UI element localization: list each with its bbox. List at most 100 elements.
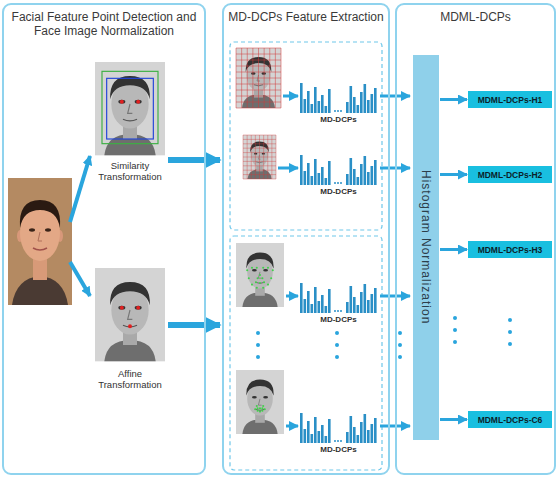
- illustration-part: [262, 405, 264, 407]
- illustration-part: [243, 135, 276, 179]
- panel-heading: MDML-DCPs: [397, 5, 554, 24]
- illustration-part: [335, 343, 339, 347]
- grid-face: [243, 135, 276, 179]
- illustration-part: [102, 71, 158, 143]
- illustration-part: [33, 258, 47, 280]
- illustration-part: [168, 157, 220, 163]
- landmark-face: [236, 243, 284, 307]
- illustration-part: [256, 405, 258, 407]
- illustration-part: [398, 343, 402, 347]
- illustration-part: [251, 284, 253, 286]
- box-label: MDML-DCPs-H1: [478, 95, 543, 105]
- illustration-part: [243, 135, 276, 179]
- illustration-part: [286, 425, 298, 428]
- illustration-part: [257, 410, 259, 412]
- illustration-part: [95, 268, 165, 361]
- illustration-part: [20, 200, 60, 228]
- illustration-part: [255, 281, 257, 283]
- illustration-part: [236, 48, 281, 108]
- illustration-part: [256, 331, 260, 335]
- illustration-part: [263, 281, 265, 283]
- illustration-part: [33, 248, 47, 250]
- illustration-part: [261, 407, 263, 409]
- illustration-part: [398, 331, 402, 335]
- feature-label: MD-DCPs: [300, 187, 377, 197]
- illustration-part: [236, 48, 281, 108]
- ellipsis-dots: [256, 316, 512, 359]
- illustration-part: [70, 262, 90, 296]
- illustration-part: [261, 410, 263, 412]
- illustration-part: [335, 331, 339, 335]
- illustration-part: [107, 78, 154, 139]
- output-box: MDML-DCPs-H1: [468, 91, 552, 108]
- illustration-part: [8, 178, 72, 305]
- illustration-part: [29, 228, 35, 231]
- connector-arrow: [440, 173, 467, 176]
- illustration-part: [256, 343, 260, 347]
- illustration-part: [236, 370, 284, 434]
- illustration-part: [120, 100, 124, 104]
- grid-face: [236, 48, 281, 108]
- dashed-group: [230, 42, 382, 230]
- illustration-part: [45, 228, 51, 231]
- illustration-part: [453, 340, 457, 344]
- histogram: [300, 83, 377, 113]
- illustration-part: [335, 355, 339, 359]
- box-label: MDML-DCPs-H3: [478, 245, 543, 255]
- face-photo: [8, 178, 72, 305]
- illustration-part: [398, 355, 402, 359]
- box-label: MDML-DCPs-C6: [478, 415, 543, 425]
- illustration-part: [264, 408, 266, 410]
- illustration-part: [262, 267, 264, 269]
- connector-arrow: [440, 418, 467, 421]
- illustration-part: [267, 284, 269, 286]
- transformation-label: Similarity Transformation: [90, 160, 170, 182]
- illustration-part: [248, 277, 250, 279]
- similarity-face: [95, 62, 165, 155]
- illustration-part: [236, 243, 284, 307]
- transformation-label: Affine Transformation: [90, 368, 170, 390]
- illustration-part: [136, 306, 140, 310]
- illustration-part: [261, 277, 263, 279]
- illustration-part: [254, 408, 256, 410]
- illustration-part: [453, 328, 457, 332]
- illustration-part: [256, 287, 258, 289]
- illustration-part: [270, 277, 272, 279]
- illustration-part: [256, 267, 258, 269]
- feature-label: MD-DCPs: [300, 115, 377, 125]
- stage-panel: Facial Feature Point Detection and Face …: [2, 3, 206, 475]
- illustration-part: [136, 100, 140, 104]
- flow-arrows: [70, 96, 410, 426]
- stage-panel: MDML-DCPsHistogram NormalizationMDML-DCP…: [395, 3, 556, 475]
- output-box: MDML-DCPs-C6: [468, 411, 552, 428]
- histogram: [300, 155, 377, 185]
- illustration-part: [262, 287, 264, 289]
- illustration-part: [128, 324, 132, 328]
- illustration-part: [259, 411, 261, 413]
- illustration-part: [286, 295, 298, 298]
- dashed-group: [230, 236, 382, 470]
- illustration-part: [70, 156, 90, 222]
- connector-arrow: [440, 248, 467, 251]
- output-box: MDML-DCPs-H3: [468, 241, 552, 258]
- illustration-part: [259, 282, 261, 284]
- illustration-part: [38, 232, 42, 241]
- connector-arrow: [440, 98, 467, 101]
- feature-label: MD-DCPs: [300, 445, 377, 455]
- illustration-part: [95, 62, 165, 155]
- illustration-part: [278, 167, 298, 170]
- illustration-part: [251, 267, 253, 269]
- illustration-part: [257, 407, 259, 409]
- illustration-part: [120, 306, 124, 310]
- illustration-part: [508, 342, 512, 346]
- mouth-landmark-face: [236, 370, 284, 434]
- illustration-part: [256, 355, 260, 359]
- illustration-part: [283, 95, 298, 98]
- illustration-part: [267, 267, 269, 269]
- output-box: MDML-DCPs-H2: [468, 166, 552, 183]
- illustration-part: [257, 277, 259, 279]
- feature-label: MD-DCPs: [300, 315, 377, 325]
